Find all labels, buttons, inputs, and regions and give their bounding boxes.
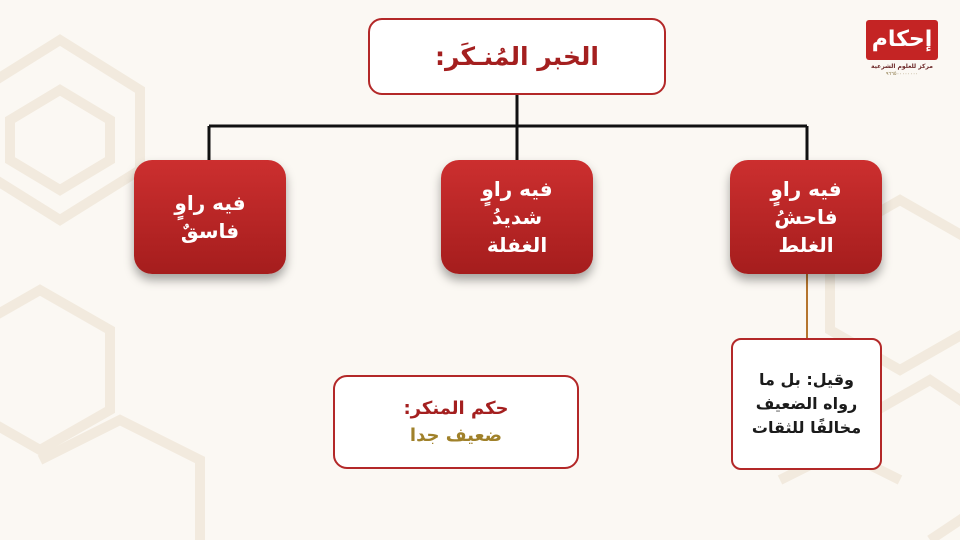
branch-line: فيه راوٍ [770, 177, 842, 201]
branch-node-sinful-narrator: فيه راوٍ فاسقٌ [134, 160, 286, 274]
note-line: وقيل: بل ما [759, 370, 854, 389]
branch-node-gross-error: فيه راوٍ فاحشُ الغلط [730, 160, 882, 274]
logo-subtitle: مركز للعلوم الشرعية [871, 63, 933, 70]
brand-logo: إحكام مركز للعلوم الشرعية ٩٦٦٥٠٠٠٠٠٠٠٠ [866, 20, 938, 90]
note-line: مخالفًا للثقات [751, 418, 862, 437]
note-line: رواه الضعيف [755, 394, 858, 413]
branch-line: فاسقٌ [180, 219, 240, 243]
ruling-value: ضعيف جدا [409, 425, 503, 446]
branch-line: فاحشُ [774, 205, 838, 229]
branch-line: فيه راوٍ [174, 191, 246, 215]
root-title: الخبر المُنـكَر: [435, 42, 599, 71]
root-node: الخبر المُنـكَر: [368, 18, 666, 95]
logo-phone: ٩٦٦٥٠٠٠٠٠٠٠٠ [885, 71, 919, 77]
branch-line: الغفلة [486, 233, 548, 257]
ruling-box: حكم المنكر: ضعيف جدا [333, 375, 579, 469]
branch-line: الغلط [778, 233, 834, 257]
branch-line: فيه راوٍ [481, 177, 553, 201]
alternative-definition-note: وقيل: بل ما رواه الضعيف مخالفًا للثقات [731, 338, 882, 470]
branch-node-extreme-heedlessness: فيه راوٍ شديدُ الغفلة [441, 160, 593, 274]
ruling-label: حكم المنكر: [403, 398, 509, 419]
branch-line: شديدُ [491, 205, 543, 229]
logo-mark: إحكام [866, 20, 938, 60]
